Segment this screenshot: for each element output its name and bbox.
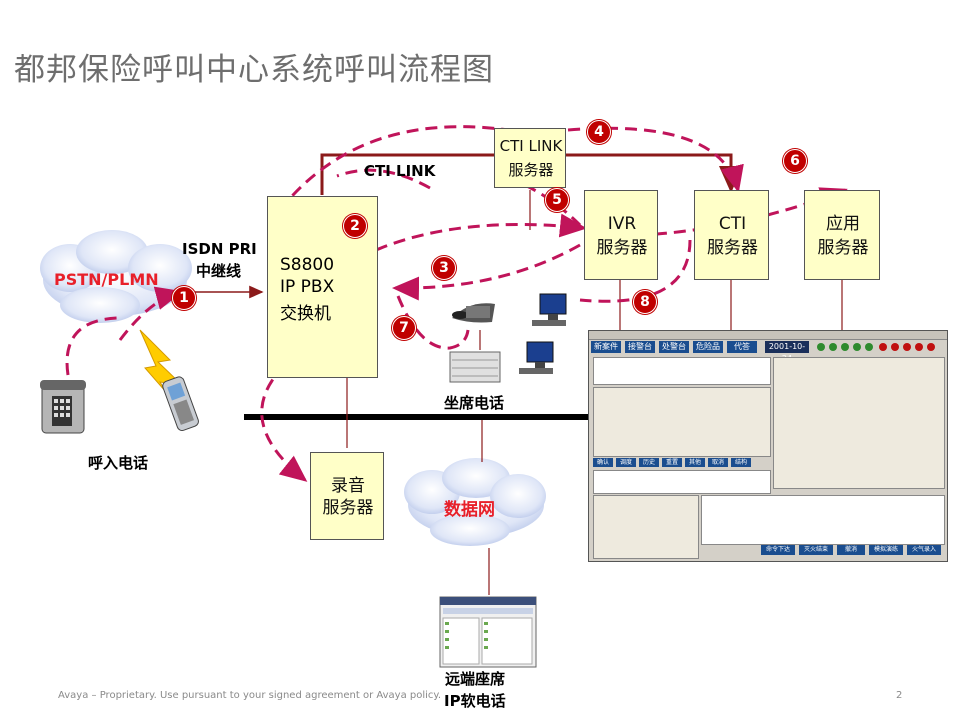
data-network-label: 数据网 — [444, 500, 495, 520]
incoming-desk-phone — [40, 380, 86, 434]
page-title: 都邦保险呼叫中心系统呼叫流程图 — [14, 52, 494, 88]
page-number: 2 — [896, 690, 903, 701]
toolbar-btn-new-case[interactable]: 新案件 — [591, 341, 621, 353]
grid-btn-cancel[interactable]: 取消 — [708, 458, 728, 467]
agent-console — [449, 351, 501, 383]
cti-link-server-subtitle: 服务器 — [508, 161, 554, 179]
dispatch-form-panel — [593, 495, 699, 559]
pstn-label: PSTN/PLMN — [54, 270, 159, 289]
footer-disclaimer: Avaya – Proprietary. Use pursuant to you… — [58, 690, 442, 701]
action-btn-drill[interactable]: 模拟演练 — [869, 545, 903, 555]
trunk-label: 中继线 — [196, 262, 242, 280]
cti-link-label: CTI LINK — [364, 162, 436, 180]
step-2-badge: 2 — [343, 214, 367, 238]
record-server-subtitle: 服务器 — [322, 498, 374, 518]
step-8-badge: 8 — [633, 290, 657, 314]
grid-btn-structure[interactable]: 结构 — [731, 458, 751, 467]
agent-pc-2 — [519, 341, 554, 374]
cti-link-server-box: CTI LINK 服务器 — [494, 128, 566, 188]
record-server-box: 录音 服务器 — [310, 452, 384, 540]
ivr-server-title: IVR — [607, 214, 637, 234]
grid-btn-dispatch[interactable]: 调度 — [616, 458, 636, 467]
cti-server-box: CTI 服务器 — [694, 190, 769, 280]
ivr-server-box: IVR 服务器 — [584, 190, 658, 280]
step-3-badge: 3 — [432, 256, 456, 280]
step-5-badge: 5 — [545, 188, 569, 212]
data-network-cloud — [404, 458, 546, 546]
action-button-row: 命令下达 灭火结束 撤消 模拟演练 火气录入 — [701, 545, 943, 555]
grid-btn-history[interactable]: 历史 — [639, 458, 659, 467]
app-server-title: 应用 — [826, 214, 860, 234]
case-form-panel — [593, 387, 771, 457]
action-btn-revoke[interactable]: 撤消 — [837, 545, 865, 555]
pbx-name: 交换机 — [280, 304, 331, 324]
app-toolbar: 新案件 接警台 处警台 危险品 代答 2001-10-24 — [591, 341, 945, 363]
pstn-cloud — [40, 230, 192, 323]
lan-bus — [244, 414, 604, 420]
toolbar-btn-hazard[interactable]: 危险品 — [693, 341, 723, 353]
step-4-badge: 4 — [587, 120, 611, 144]
pbx-model: S8800 — [280, 255, 335, 275]
toolbar-btn-proxy[interactable]: 代答 — [727, 341, 757, 353]
action-btn-issue-order[interactable]: 命令下达 — [761, 545, 795, 555]
record-server-title: 录音 — [331, 476, 365, 496]
agent-phone-label: 坐席电话 — [444, 394, 505, 412]
grid-btn-other[interactable]: 其他 — [685, 458, 705, 467]
cti-link-server-title: CTI LINK — [499, 137, 563, 155]
step-7-badge: 7 — [392, 316, 416, 340]
remote-agent-label: 远端座席 — [445, 670, 506, 688]
toolbar-btn-dispatch[interactable]: 处警台 — [659, 341, 689, 353]
cti-server-title: CTI — [718, 214, 747, 234]
app-server-box: 应用 服务器 — [804, 190, 880, 280]
action-btn-gas-entry[interactable]: 火气录入 — [907, 545, 941, 555]
step-6-badge: 6 — [783, 149, 807, 173]
grid-btn-confirm[interactable]: 确认 — [593, 458, 613, 467]
step-1-badge: 1 — [172, 286, 196, 310]
status-lights — [817, 343, 945, 351]
incoming-mobile-phone — [162, 376, 199, 432]
unit-list-panel — [593, 470, 771, 494]
wireless-bolt — [139, 329, 184, 393]
app-date: 2001-10-24 — [765, 341, 809, 363]
remote-softphone-screenshot — [439, 596, 537, 668]
vehicle-grid-panel — [701, 495, 945, 545]
caller-list-panel — [593, 357, 771, 385]
cti-server-subtitle: 服务器 — [707, 238, 758, 258]
agent-app-window: 新案件 接警台 处警台 危险品 代答 2001-10-24 确认 调度 历史 重… — [588, 330, 948, 562]
toolbar-btn-receive[interactable]: 接警台 — [625, 341, 655, 353]
remote-softphone-label: IP软电话 — [444, 692, 506, 710]
app-menubar — [589, 331, 947, 340]
agent-pc-1 — [532, 293, 567, 326]
grid-btn-reset[interactable]: 重置 — [662, 458, 682, 467]
pbx-type: IP PBX — [280, 277, 335, 297]
agent-desk-phone — [452, 303, 495, 323]
resource-panel — [773, 357, 945, 489]
ivr-server-subtitle: 服务器 — [596, 238, 648, 258]
action-btn-fire-end[interactable]: 灭火结束 — [799, 545, 833, 555]
app-server-subtitle: 服务器 — [817, 238, 869, 258]
isdn-label: ISDN PRI — [182, 240, 257, 258]
grid-button-row: 确认 调度 历史 重置 其他 取消 结构 — [593, 458, 769, 467]
incoming-phone-label: 呼入电话 — [88, 454, 149, 472]
